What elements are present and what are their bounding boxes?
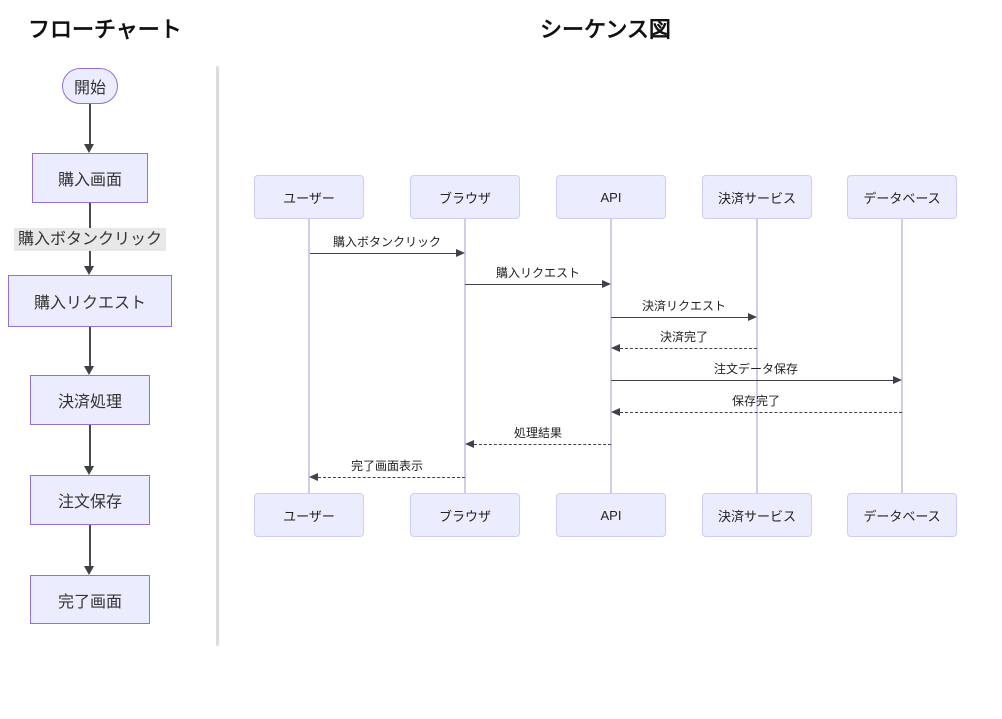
flow-edge-label: 購入ボタンクリック: [13, 228, 167, 251]
flow-node-order-save-label: 注文保存: [57, 494, 122, 511]
flow-node-start-label: 開始: [73, 80, 106, 97]
lifeline-api: [610, 219, 612, 493]
arrowhead-right-icon: [456, 249, 465, 257]
actor-browser-top: ブラウザ: [410, 175, 520, 219]
message-label: 決済完了: [659, 330, 709, 344]
arrowhead-left-icon: [611, 344, 620, 352]
flow-arrow-line: [89, 104, 91, 144]
flow-node-payment-processing: 決済処理: [30, 375, 150, 425]
flow-arrow-line: [89, 425, 91, 466]
message-line: [474, 444, 611, 445]
flow-arrow-line: [89, 525, 91, 566]
flow-arrowhead-icon: [84, 466, 94, 475]
flow-arrowhead-icon: [84, 366, 94, 375]
lifeline-payment-service: [756, 219, 758, 493]
lifeline-browser: [464, 219, 466, 493]
actor-api-bottom: API: [556, 493, 666, 537]
arrowhead-right-icon: [893, 376, 902, 384]
arrowhead-left-icon: [611, 408, 620, 416]
message-label: 購入リクエスト: [495, 266, 581, 280]
flow-arrow-line: [89, 327, 91, 366]
actor-database-bottom-label: データベース: [863, 508, 941, 524]
lifeline-user: [308, 219, 310, 493]
flow-node-purchase-screen-label: 購入画面: [57, 172, 122, 189]
lifeline-database: [901, 219, 903, 493]
actor-payment-service-top: 決済サービス: [702, 175, 812, 219]
actor-database-top: データベース: [847, 175, 957, 219]
actor-user-bottom: ユーザー: [254, 493, 364, 537]
actor-user-top-label: ユーザー: [283, 190, 335, 206]
arrowhead-right-icon: [748, 313, 757, 321]
arrowhead-left-icon: [465, 440, 474, 448]
message-line: [465, 284, 602, 285]
flow-node-purchase-screen: 購入画面: [32, 153, 148, 203]
actor-browser-bottom: ブラウザ: [410, 493, 520, 537]
message-label: 注文データ保存: [713, 362, 799, 376]
flow-node-order-save: 注文保存: [30, 475, 150, 525]
message-label: 決済リクエスト: [641, 299, 727, 313]
arrowhead-left-icon: [309, 473, 318, 481]
flow-arrowhead-icon: [84, 144, 94, 153]
message-line: [611, 317, 748, 318]
flow-node-completion-screen: 完了画面: [30, 575, 150, 624]
actor-browser-top-label: ブラウザ: [438, 190, 491, 206]
flow-arrowhead-icon: [84, 566, 94, 575]
message-line: [620, 348, 757, 349]
actor-database-bottom: データベース: [847, 493, 957, 537]
flow-node-purchase-request-label: 購入リクエスト: [33, 295, 146, 312]
flowchart-title: フローチャート: [28, 17, 182, 42]
message-label: 処理結果: [513, 426, 563, 440]
actor-payment-service-bottom: 決済サービス: [702, 493, 812, 537]
flow-arrowhead-icon: [84, 266, 94, 275]
actor-payment-service-bottom-label: 決済サービス: [717, 508, 796, 524]
flow-node-completion-screen-label: 完了画面: [57, 593, 122, 611]
flow-node-start: 開始: [62, 68, 118, 104]
message-label: 保存完了: [731, 394, 781, 408]
message-line: [620, 412, 902, 413]
flow-node-payment-processing-label: 決済処理: [57, 394, 122, 411]
actor-api-bottom-label: API: [600, 507, 622, 523]
actor-database-top-label: データベース: [863, 190, 941, 206]
message-line: [310, 253, 457, 254]
message-label: 完了画面表示: [350, 459, 424, 473]
actor-user-top: ユーザー: [254, 175, 364, 219]
message-line: [611, 380, 893, 381]
arrowhead-right-icon: [602, 280, 611, 288]
actor-user-bottom-label: ユーザー: [283, 508, 335, 524]
actor-payment-service-top-label: 決済サービス: [717, 190, 796, 206]
actor-browser-bottom-label: ブラウザ: [438, 508, 491, 524]
flow-node-purchase-request: 購入リクエスト: [8, 275, 172, 327]
actor-api-top-label: API: [600, 189, 622, 205]
section-divider: [216, 66, 219, 646]
message-label: 購入ボタンクリック: [332, 235, 442, 249]
actor-api-top: API: [556, 175, 666, 219]
sequence-title: シーケンス図: [540, 17, 671, 42]
message-line: [318, 477, 465, 478]
